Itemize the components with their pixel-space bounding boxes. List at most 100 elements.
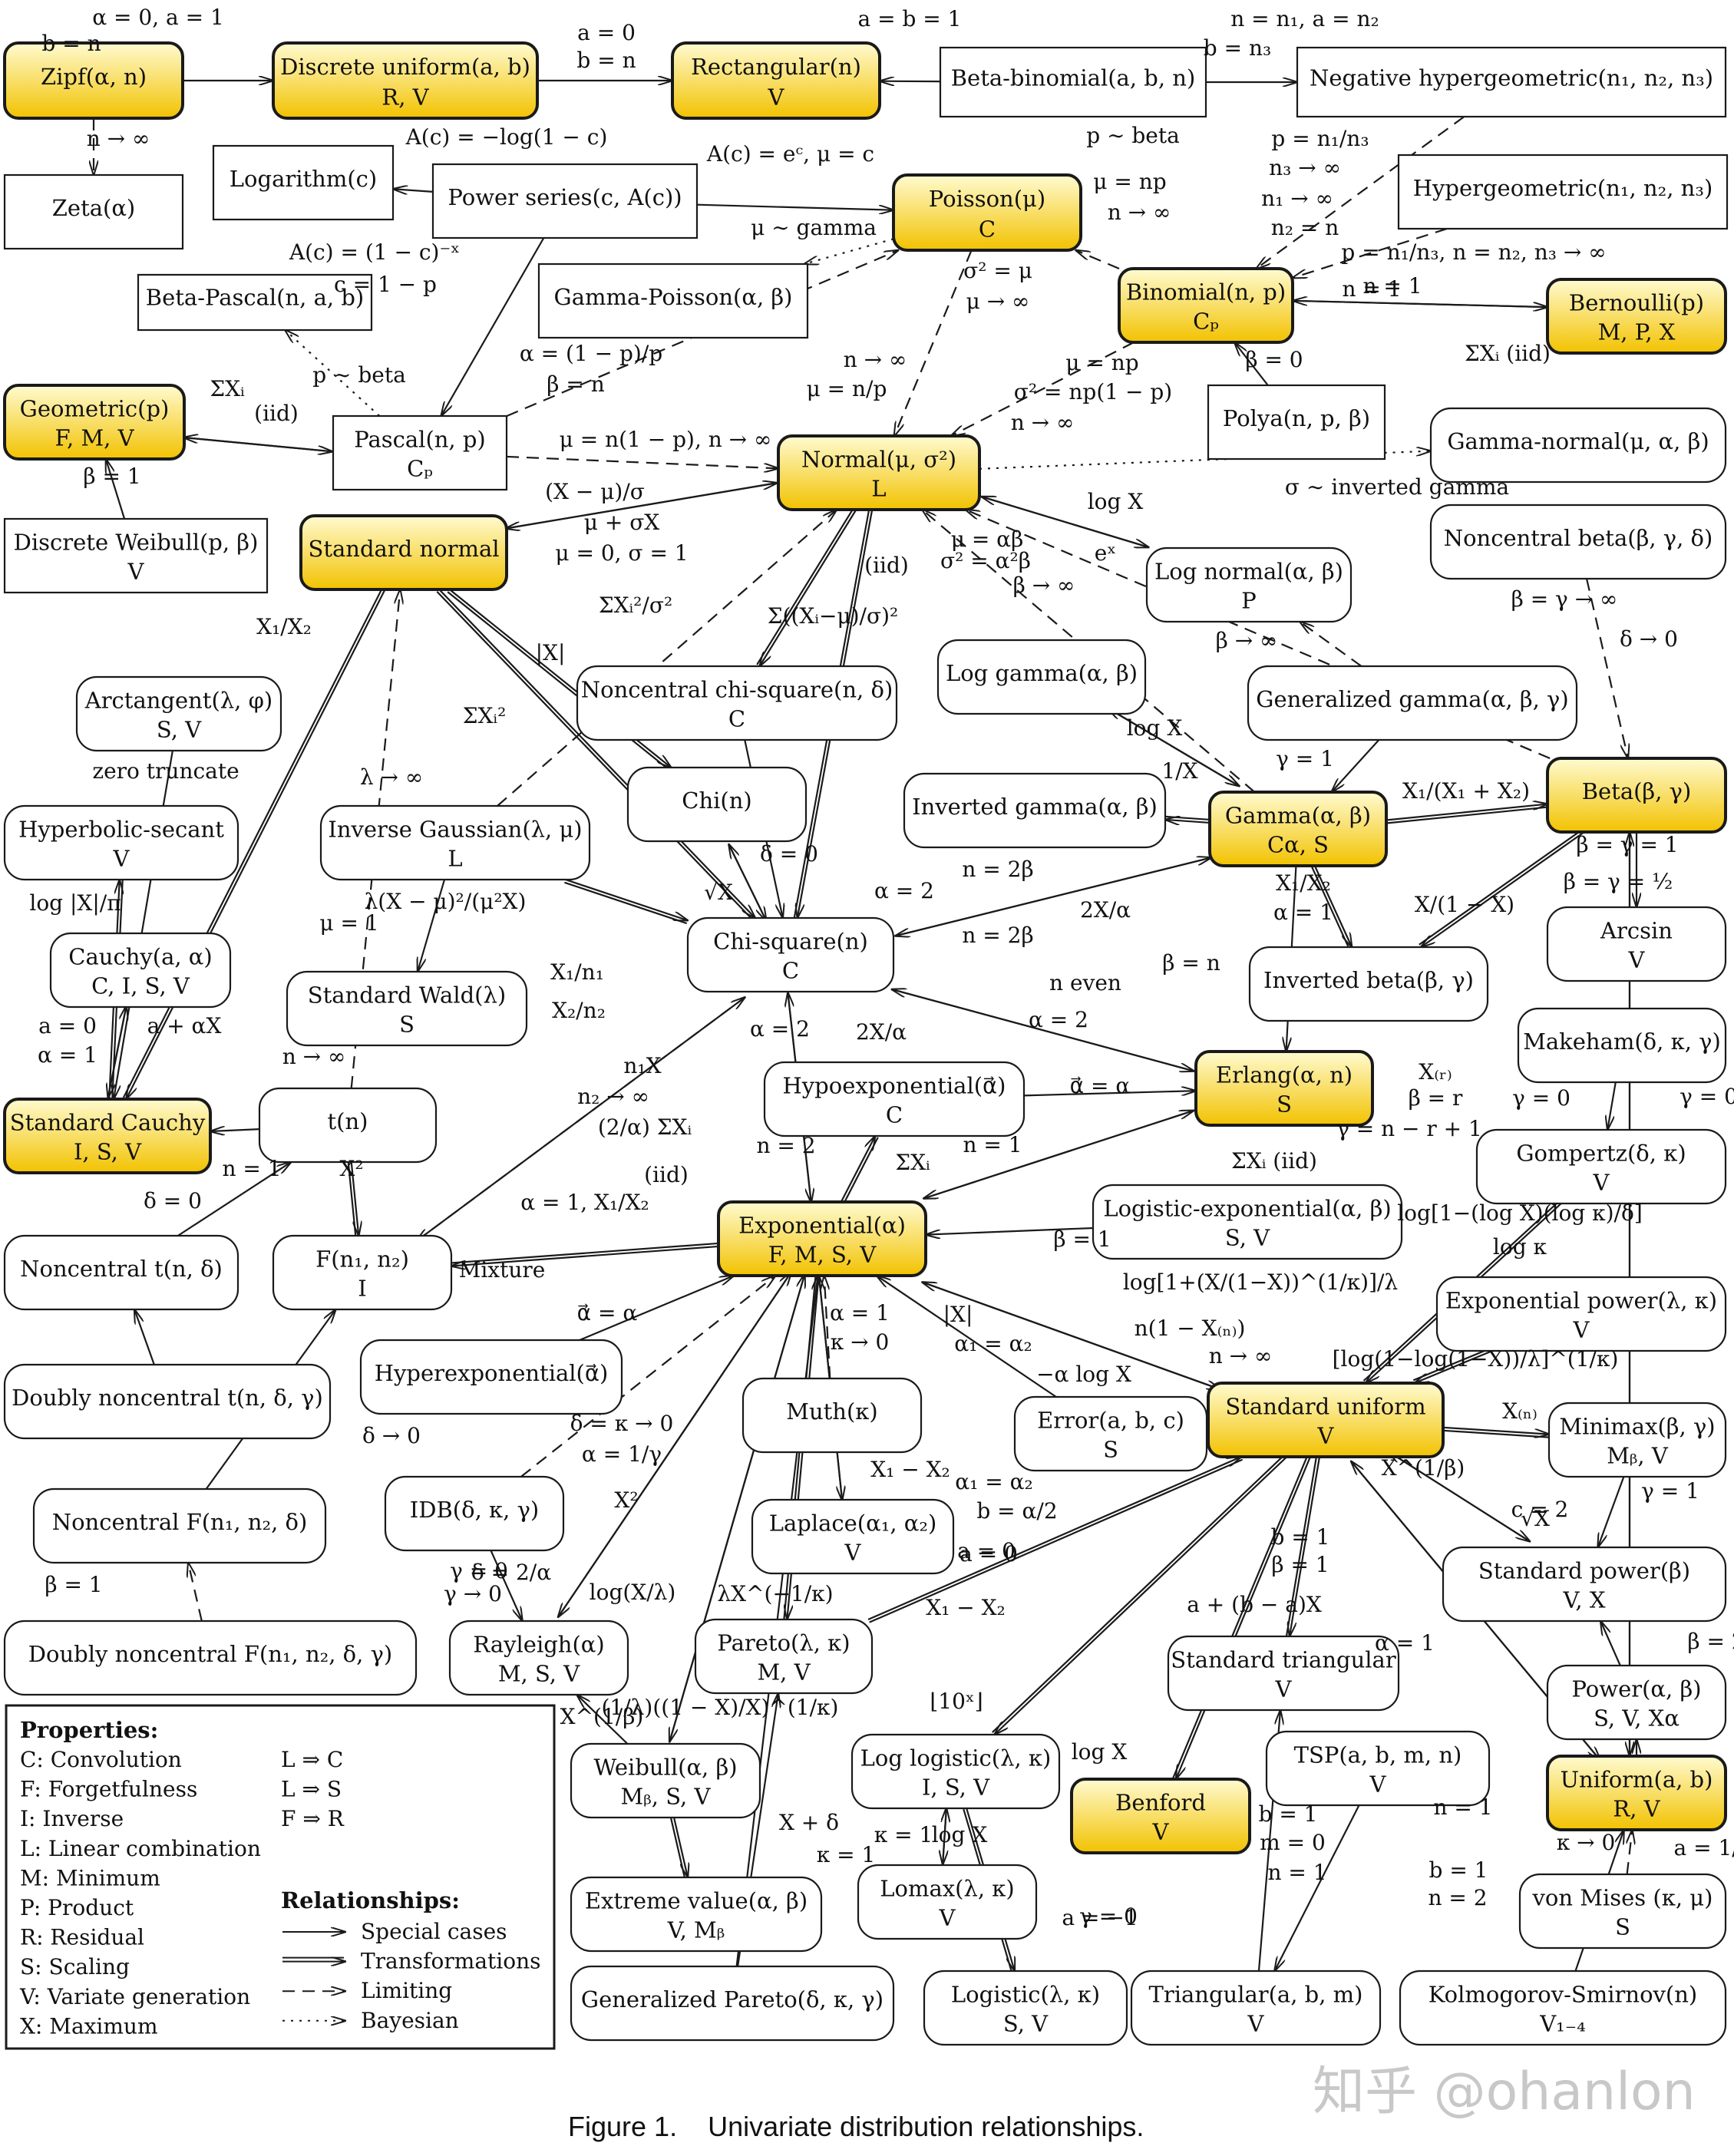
node-box	[936, 639, 1147, 715]
node-box	[1546, 1755, 1727, 1831]
node-properties: S, V	[1003, 2011, 1049, 2037]
node-name: Gompertz(δ, κ)	[1516, 1140, 1686, 1166]
edge-label: log[1+(X/(1−X))^(1/κ)]/λ	[1123, 1269, 1398, 1295]
edge-label: n = 2	[1428, 1885, 1487, 1910]
node-name: Poisson(μ)	[929, 186, 1045, 212]
node-gamma: Gamma(α, β)Cα, S	[1208, 791, 1388, 867]
node-poisson: Poisson(μ)C	[892, 173, 1082, 252]
edge-label: ΣXᵢ	[895, 1150, 930, 1175]
edge-special	[490, 1550, 522, 1621]
node-weibull: Weibull(α, β)Mᵦ, S, V	[570, 1742, 761, 1819]
nodes-layer: Zipf(α, n)Discrete uniform(a, b)R, VRect…	[3, 41, 1729, 2046]
edge-label: n₁ → ∞	[1261, 186, 1333, 211]
node-name: Rectangular(n)	[691, 54, 861, 80]
edge-transform-rail	[869, 1458, 1244, 1623]
legend-property-item: C: Convolution	[20, 1747, 182, 1772]
node-name: Laplace(α₁, α₂)	[769, 1510, 937, 1536]
edge-label: (iid)	[254, 401, 299, 426]
node-lomax: Lomax(λ, κ)V	[857, 1864, 1038, 1940]
node-properties: V	[1369, 1771, 1387, 1798]
edge-label: β → ∞	[1216, 628, 1278, 653]
edge-special	[106, 459, 126, 520]
node-box	[212, 144, 395, 221]
edge-label: α = 1/γ	[582, 1441, 662, 1467]
node-ncbeta: Noncentral beta(β, γ, δ)	[1429, 504, 1727, 580]
edge-transform	[672, 1817, 688, 1877]
node-stdnormal: Standard normal	[299, 514, 508, 591]
node-loglogistic: Log logistic(λ, κ)I, S, V	[850, 1733, 1061, 1810]
node-uniform: Uniform(a, b)R, V	[1546, 1755, 1727, 1831]
node-box	[1247, 665, 1578, 741]
edge-label: (iid)	[864, 553, 909, 578]
watermark-text: 知乎 @ohanlon	[1313, 2062, 1696, 2122]
edge-label: γ = 0	[1680, 1084, 1734, 1109]
edge-transform	[451, 1245, 719, 1266]
node-stdpower: Standard power(β)V, X	[1442, 1546, 1727, 1623]
node-box	[717, 1200, 927, 1277]
node-box	[448, 1619, 629, 1696]
edge-label: 1/X	[1161, 758, 1197, 784]
node-properties: V	[113, 846, 130, 872]
edge-label: μ = αβ	[951, 527, 1024, 552]
node-name: Standard normal	[308, 536, 499, 562]
node-name: Arctangent(λ, φ)	[84, 687, 272, 713]
edge-bayesian	[804, 238, 894, 264]
node-box	[903, 772, 1167, 849]
node-properties: Mᵦ, S, V	[621, 1784, 712, 1810]
edge-transform	[1313, 865, 1352, 947]
edge-label: α = (1 − p)/p	[520, 341, 662, 366]
edge-label: b = n	[41, 31, 101, 56]
edge-label: δ = 0	[760, 841, 818, 867]
edge-label: X^(1/β)	[560, 1704, 644, 1729]
node-box	[1399, 1969, 1727, 2046]
node-box	[32, 1487, 327, 1564]
node-name: Hyperexponential(α⃗)	[375, 1360, 609, 1386]
edge-label: p ∼ beta	[1086, 123, 1180, 148]
legend-implication-item: L ⇒ C	[281, 1747, 343, 1772]
edge-label: μ + σX	[584, 510, 660, 535]
node-dncF: Doubly noncentral F(n₁, n₂, δ, γ)	[3, 1619, 418, 1696]
node-t: t(n)	[258, 1087, 438, 1164]
node-name: Doubly noncentral t(n, δ, γ)	[12, 1385, 323, 1411]
edge-label: A(c) = −log(1 − c)	[405, 124, 608, 150]
node-name: Standard triangular	[1171, 1646, 1396, 1672]
edge-special	[696, 203, 893, 210]
node-F: F(n₁, n₂)I	[272, 1234, 453, 1311]
legend-relationship-item: Bayesian	[361, 2008, 459, 2033]
node-box	[431, 163, 699, 239]
node-bernoulli: Bernoulli(p)M, P, X	[1546, 278, 1727, 355]
edge-label: a = 1/2	[1673, 1835, 1734, 1860]
edge-limiting	[506, 250, 898, 418]
node-vonmises: von Mises (κ, μ)S	[1518, 1873, 1727, 1950]
edge-label: ΣXᵢ (iid)	[1231, 1148, 1317, 1174]
node-name: Standard uniform	[1225, 1393, 1425, 1419]
edge-label: β = 2	[1687, 1629, 1734, 1654]
node-name: Standard power(β)	[1478, 1557, 1690, 1583]
edge-label: α₁ = α₂	[954, 1331, 1032, 1356]
edge-label: X^(1/β)	[1382, 1455, 1465, 1481]
edge-transform	[557, 1272, 791, 1618]
node-name: Zipf(α, n)	[41, 64, 147, 90]
node-properties: S, V, Xα	[1594, 1705, 1680, 1732]
edge-transform	[1387, 1451, 1531, 1543]
node-logisticexp: Logistic-exponential(α, β)S, V	[1092, 1184, 1403, 1260]
edge-label: ΣXᵢ	[210, 376, 245, 401]
node-box	[3, 41, 184, 120]
edge-label: −α log X	[1036, 1362, 1131, 1387]
edge-limiting	[520, 1276, 776, 1478]
edge-label: μ = n/p	[807, 376, 887, 401]
edge-label: X + δ	[779, 1810, 839, 1835]
edge-transform	[867, 1457, 1241, 1621]
edge-special	[926, 1227, 1094, 1235]
node-box	[258, 1087, 438, 1164]
edge-label: n₂ → ∞	[577, 1084, 649, 1109]
edge-label: n = n₁, a = n₂	[1230, 6, 1379, 31]
edge-label: n(1 − X₍ₙ₎)	[1135, 1316, 1246, 1341]
edge-label: α⃗ = α	[577, 1300, 638, 1326]
edge-label: κ → 0	[831, 1329, 890, 1355]
node-properties: V	[127, 559, 145, 585]
node-properties: Mᵦ, V	[1607, 1443, 1669, 1469]
edge-label: n = 2	[756, 1133, 815, 1158]
